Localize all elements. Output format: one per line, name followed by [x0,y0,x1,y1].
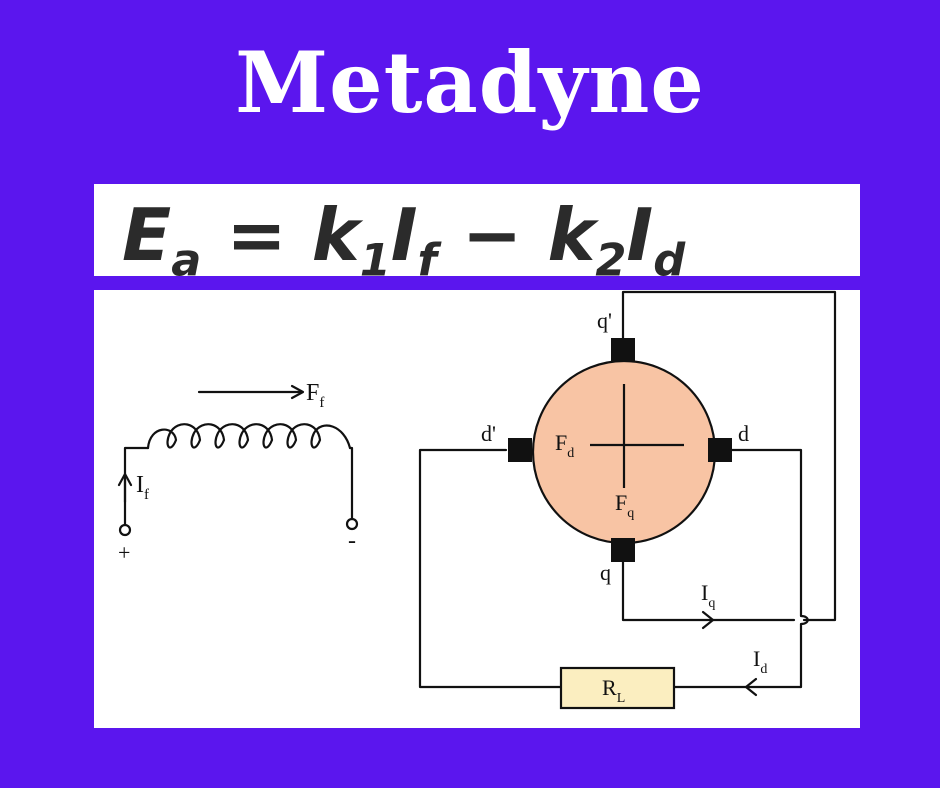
brush-d [708,438,732,462]
field-minus-label: - [348,528,356,554]
quadrature-current-label: Iq [701,580,715,611]
field-force-label: Ff [306,380,324,411]
brush-d-label: d [738,421,749,446]
emf-equation: Ea = k1If − k2Id [122,190,685,276]
field-minus-terminal [345,517,359,531]
direct-force-label: Fd [555,430,574,461]
brush-q [611,538,635,562]
eq-id-subscript: d [653,234,686,276]
metadyne-circuit-diagram: Ff If + - q' d' d q Fd Fq Iq Id RL [117,290,837,710]
eq-if-subscript: f [417,234,437,276]
eq-k1-subscript: 1 [359,234,391,276]
eq-k2-subscript: 2 [595,234,627,276]
field-force-arrowhead [290,384,305,400]
load-resistor-label: RL [602,675,625,706]
brush-q-prime-label: q' [597,308,612,333]
brush-d-prime-label: d' [481,421,496,446]
eq-equals: = [226,193,287,276]
brush-d-prime [508,438,532,462]
eq-emf-subscript: a [171,234,202,276]
load-return-wire [672,448,809,689]
field-winding-coil [146,423,352,450]
field-winding-right-lead [348,446,354,522]
eq-id: I [626,193,654,276]
eq-emf-symbol: E [122,193,172,276]
d-prime-wire [418,448,563,689]
q-prime-wire [621,290,837,622]
eq-k2: k [547,193,596,276]
load-resistor [559,666,676,710]
circuit-diagram-panel: Ff If + - q' d' d q Fd Fq Iq Id RL [94,290,860,728]
eq-if: I [390,193,418,276]
eq-minus: − [462,193,523,276]
quadrature-current-arrowhead [701,610,715,630]
brush-q-prime [611,338,635,362]
field-plus-terminal [118,523,132,537]
quadrature-force-label: Fq [615,490,634,521]
direct-current-arrowhead [744,677,758,697]
equation-panel: Ea = k1If − k2Id [94,184,860,276]
quadrature-wire [621,558,796,622]
field-current-label: If [136,472,149,503]
field-plus-label: + [118,540,130,565]
page-title: Metadyne [235,33,705,132]
direct-current-label: Id [753,646,767,677]
brush-q-label: q [600,560,611,585]
eq-k1: k [311,193,360,276]
field-current-arrowhead [117,472,133,487]
